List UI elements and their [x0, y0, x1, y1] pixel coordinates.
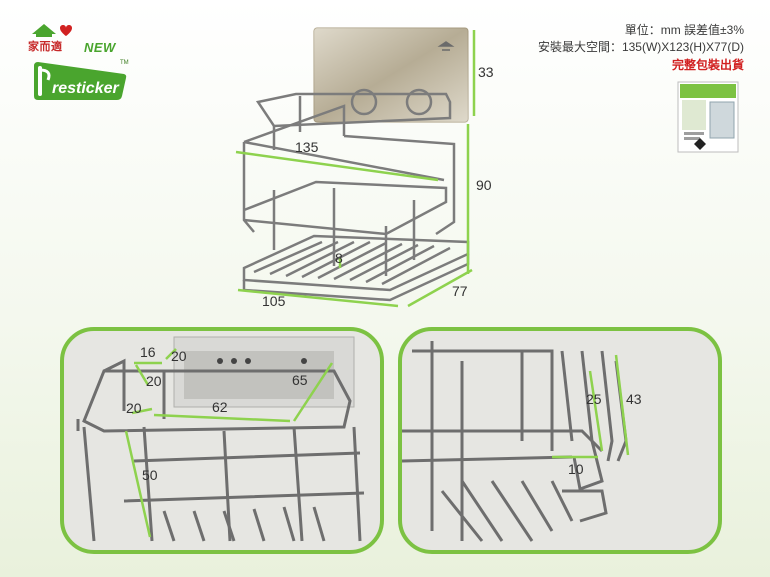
brand-house-logo — [32, 24, 72, 37]
detail-panel-side-hook: 25 43 10 — [398, 327, 722, 554]
detail-panel-top-compartment: 16 20 20 20 65 62 50 — [60, 327, 384, 554]
package-thumbnail — [677, 81, 739, 153]
dimension-depth: 77 — [452, 283, 468, 299]
dimension-width: 135 — [295, 139, 319, 155]
dimension-bottom-width: 105 — [262, 293, 286, 309]
product-rack-illustration — [235, 27, 476, 308]
detail-dimension-62: 62 — [212, 399, 228, 415]
spec-install-space-line: 安裝最大空間：135(W)X123(H)X77(D) — [537, 40, 744, 54]
detail-dimension-25: 25 — [586, 391, 602, 407]
detail-dimension-50: 50 — [142, 467, 158, 483]
detail-dimension-20-left: 20 — [126, 400, 142, 416]
brand-name: 家而適 — [28, 41, 63, 53]
resticker-logo-text: resticker — [52, 80, 119, 97]
detail-dimension-20-top: 20 — [171, 348, 187, 364]
dimension-plate-height: 33 — [478, 64, 494, 80]
detail-dimension-43: 43 — [626, 391, 642, 407]
dimension-gap: 8 — [335, 250, 343, 266]
new-badge: NEW — [84, 40, 116, 55]
detail-dimension-20-middle: 20 — [146, 373, 162, 389]
detail-dimension-65: 65 — [292, 372, 308, 388]
spec-unit-line: 單位：mm 誤差值±3% — [624, 23, 744, 37]
detail-side-hook-illustration — [402, 341, 630, 542]
dimension-total-height: 90 — [476, 177, 492, 193]
resticker-logo: resticker — [34, 62, 127, 100]
trademark-mark: TM — [120, 60, 129, 66]
spec-package-line: 完整包裝出貨 — [671, 58, 744, 72]
detail-dimension-10: 10 — [568, 461, 584, 477]
detail-dimension-16: 16 — [140, 344, 156, 360]
detail-top-compartment-illustration — [76, 336, 365, 542]
